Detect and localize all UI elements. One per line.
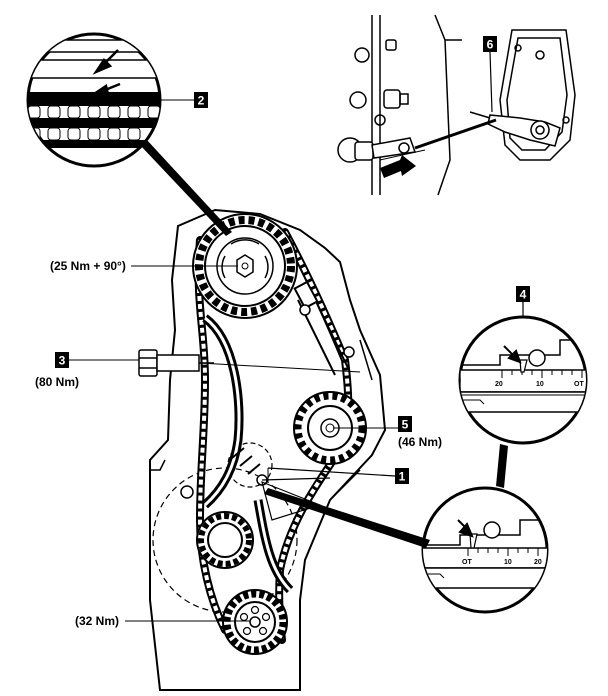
scale-bottom-ot: OT	[462, 559, 472, 566]
timing-mark-arrows	[231, 447, 261, 475]
direction-arrow	[380, 155, 416, 178]
scale-top-20: 20	[495, 381, 503, 388]
svg-text:2: 2	[198, 94, 205, 108]
detail-circle-leader-2	[140, 139, 232, 236]
crankshaft-sprocket	[222, 589, 288, 655]
bolt-3	[138, 349, 214, 377]
scale-top-ot: OT	[574, 381, 584, 388]
scale-top-10: 10	[536, 381, 544, 388]
torque-label-gear-5: (46 Nm)	[398, 435, 442, 449]
svg-text:6: 6	[487, 38, 494, 52]
callout-1: 1	[395, 468, 409, 484]
callout-5: 5	[398, 416, 412, 432]
detail-circle-timing-scale-top	[458, 315, 588, 445]
svg-text:4: 4	[520, 288, 527, 302]
callout-4: 4	[516, 286, 530, 302]
svg-text:3: 3	[59, 354, 66, 368]
torque-label-crankshaft: (32 Nm)	[75, 614, 119, 628]
callout-1-leader	[261, 467, 396, 521]
detail-circle-timing-scale-bottom	[421, 486, 549, 614]
idler-sprocket	[196, 511, 254, 569]
detail-connector-4	[496, 444, 508, 488]
tensioner-rail	[253, 499, 294, 594]
callout-3: 3	[55, 352, 69, 368]
detail-circle-chain-marks	[26, 32, 162, 168]
detail-connector-1	[264, 488, 430, 548]
callout-2: 2	[194, 92, 208, 108]
scale-bottom-10: 10	[504, 559, 512, 566]
torque-leaders	[125, 265, 398, 622]
engine-housing	[149, 208, 387, 691]
tool-inset	[337, 14, 576, 196]
torque-label-camshaft: (25 Nm + 90°)	[50, 259, 126, 273]
upper-tensioner-arm	[293, 280, 349, 376]
camshaft-sprocket	[192, 213, 298, 319]
housing-bolt-holes	[180, 304, 355, 499]
callout-6: 6	[483, 36, 497, 52]
callout-6-leader	[489, 51, 493, 113]
chain-guide-rail	[201, 314, 244, 509]
scale-bottom-20: 20	[534, 559, 542, 566]
svg-text:5: 5	[402, 418, 409, 432]
torque-label-bolt-3: (80 Nm)	[35, 375, 79, 389]
svg-text:1: 1	[399, 470, 406, 484]
